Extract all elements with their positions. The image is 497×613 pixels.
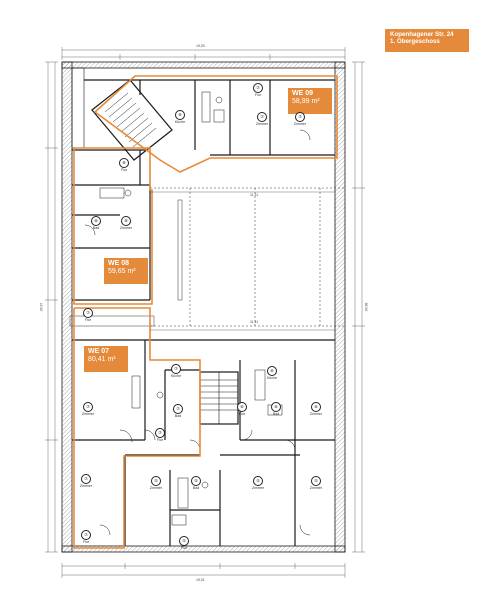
room-label: Flur (254, 93, 262, 97)
unit-outlines (73, 75, 338, 549)
dimension-lines (47, 49, 363, 576)
room-marker: ⑦ (83, 308, 93, 318)
room-label: Zimmer (251, 486, 265, 490)
address-line1: Kopenhagener Str. 24 (390, 31, 454, 38)
dim-left-total: 34,97 (39, 302, 44, 312)
room-marker: ⑤ (253, 476, 263, 486)
unit-tag-we08[interactable]: WE 08 59,65 m² (104, 258, 148, 284)
room-marker: ⑦ (83, 402, 93, 412)
room-marker: ⑦ (155, 428, 165, 438)
dim-lower-mid: 11,11 (250, 320, 259, 324)
room-marker: ⑦ (81, 530, 91, 540)
unit-area: 80,41 m² (88, 356, 116, 364)
room-marker: ⑦ (81, 474, 91, 484)
dim-top-total: 19,03 (196, 44, 205, 48)
unit-we08-outline (73, 147, 153, 305)
room-label: Flur (120, 168, 128, 172)
room-marker: ⑤ (311, 476, 321, 486)
room-label: Zimmer (79, 484, 93, 488)
room-label: Zimmer (293, 122, 307, 126)
interior-walls-bottom (72, 339, 335, 546)
room-label: Flur (82, 540, 90, 544)
room-label: Flur (84, 318, 92, 322)
room-marker: ⑦ (173, 404, 183, 414)
room-label: Bad (192, 486, 200, 490)
room-marker: ⑧ (121, 216, 131, 226)
room-label: Küche (170, 374, 182, 378)
interior-walls-top (72, 79, 335, 301)
staircase-top (91, 79, 173, 161)
room-marker: ⑥ (237, 402, 247, 412)
room-marker: ⑥ (311, 402, 321, 412)
unit-id: WE 08 (108, 260, 130, 267)
room-marker: ⑦ (253, 83, 263, 93)
dim-right-total: 34,98 (364, 302, 369, 312)
room-label: Zimmer (255, 122, 269, 126)
room-marker: ⑤ (179, 536, 189, 546)
address-tag: Kopenhagener Str. 24 1. Obergeschoss (385, 29, 469, 52)
room-label: Flur (238, 412, 246, 416)
room-marker: ⑦ (171, 364, 181, 374)
unit-tag-we07[interactable]: WE 07 80,41 m² (84, 346, 128, 372)
room-marker: ⑥ (271, 402, 281, 412)
room-label: Zimmer (149, 486, 163, 490)
dimension-ticks (45, 47, 365, 578)
room-label: Küche (266, 376, 278, 380)
room-marker: ⑧ (91, 216, 101, 226)
unit-we07-outline (73, 307, 201, 549)
room-label: Bad (174, 414, 182, 418)
room-label: Bad (272, 412, 280, 416)
outer-walls (61, 61, 346, 553)
room-label: Zimmer (309, 412, 323, 416)
fixtures (99, 91, 283, 526)
unit-id: WE 09 (292, 90, 314, 97)
room-marker: ⑦ (257, 112, 267, 122)
unit-area: 58,99 m² (292, 98, 320, 106)
room-label: Zimmer (119, 226, 133, 230)
dim-mid: 11,11 (250, 193, 259, 197)
unit-tag-we09[interactable]: WE 09 58,99 m² (288, 88, 332, 114)
room-marker: ⑦ (295, 112, 305, 122)
room-marker: ⑥ (267, 366, 277, 376)
room-label: Zimmer (81, 412, 95, 416)
dim-bottom-total: 19,01 (196, 578, 205, 582)
room-label: Bad (92, 226, 100, 230)
door-swings (84, 129, 311, 536)
room-label: Zimmer (309, 486, 323, 490)
unit-id: WE 07 (88, 348, 110, 355)
room-label: Flur (156, 438, 164, 442)
room-label: Küche (174, 120, 186, 124)
room-marker: ⑧ (119, 158, 129, 168)
address-line2: 1. Obergeschoss (390, 38, 440, 46)
room-marker: ⑧ (175, 110, 185, 120)
room-label: Flur (180, 546, 188, 550)
staircase-bottom (199, 371, 239, 425)
room-marker: ⑤ (151, 476, 161, 486)
unit-we09-outline (93, 75, 338, 173)
courtyard (69, 187, 345, 327)
room-marker: ⑤ (191, 476, 201, 486)
unit-area: 59,65 m² (108, 268, 136, 276)
